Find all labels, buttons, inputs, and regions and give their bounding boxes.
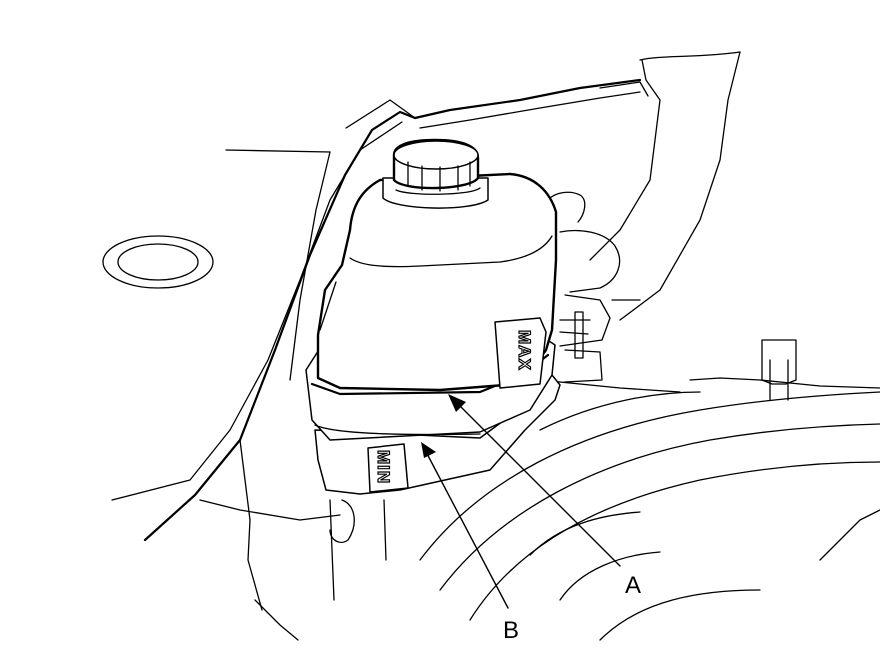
arrowhead-a [448, 394, 466, 412]
leader-lines [421, 394, 621, 609]
callout-b: B [503, 617, 519, 644]
leader-line-a [451, 397, 621, 567]
leader-line-b [423, 447, 509, 609]
min-mark-panel [367, 443, 409, 493]
arrowhead-b [421, 442, 436, 458]
fluid-reservoir [305, 138, 561, 495]
engine-bay-background [102, 51, 880, 641]
min-mark-label: MIN [374, 450, 393, 484]
max-mark-label: MAX [515, 330, 534, 371]
max-mark-panel [494, 317, 547, 389]
callout-a: A [625, 572, 641, 599]
